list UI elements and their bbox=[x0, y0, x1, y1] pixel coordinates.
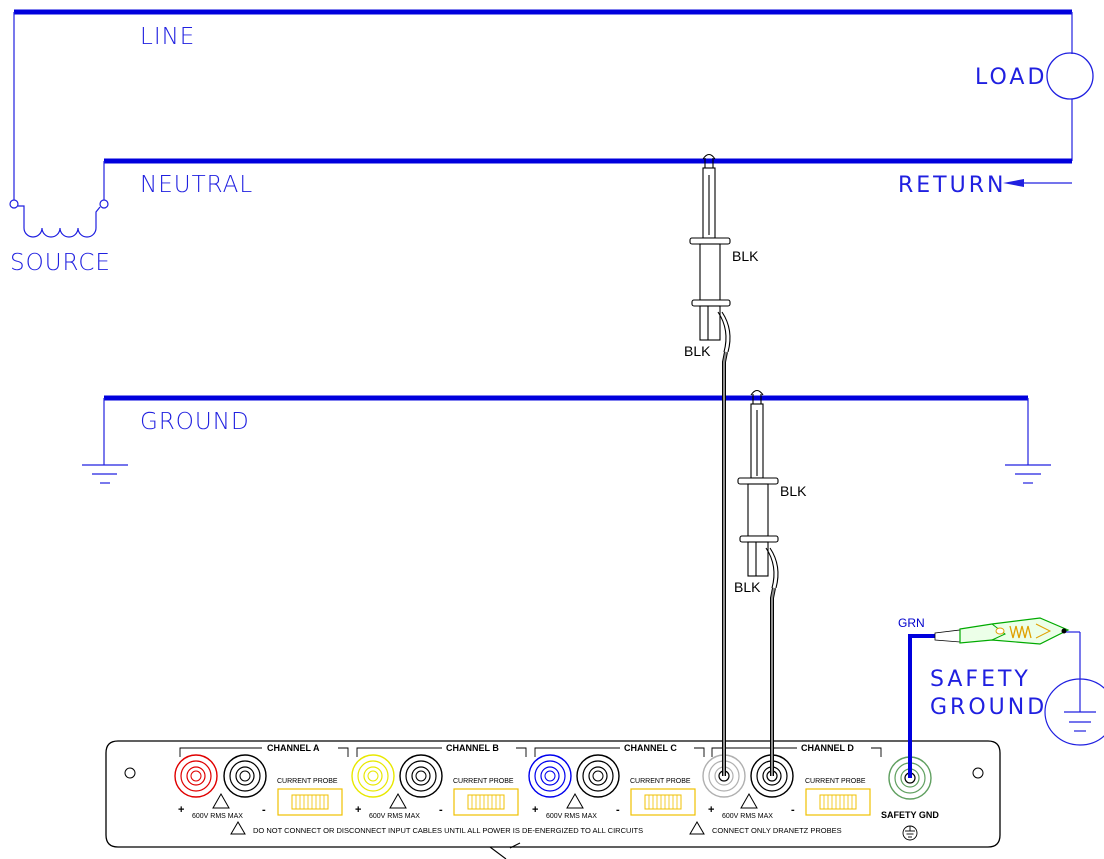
svg-text:+: + bbox=[178, 804, 184, 816]
test-leads bbox=[722, 351, 776, 775]
channel-b-label: CHANNEL B bbox=[446, 743, 499, 753]
safety-ground-lead: GRN bbox=[898, 616, 935, 775]
warning-icon bbox=[689, 821, 705, 835]
svg-text:600V RMS MAX: 600V RMS MAX bbox=[546, 813, 597, 820]
grn-label: GRN bbox=[898, 616, 925, 630]
svg-text:+: + bbox=[355, 804, 361, 816]
probe-ground-blk-upper: BLK bbox=[780, 483, 807, 499]
channel-b: CHANNEL B + - 600V RMS MAX CURRENT PROBE bbox=[351, 743, 527, 820]
channel-c: CHANNEL C + - 600V RMS MAX CURRENT PROBE bbox=[528, 743, 705, 820]
power-circuit: LINE NEUTRAL SOURCE LOAD RETURN bbox=[9, 9, 1094, 276]
svg-text:-: - bbox=[439, 804, 443, 816]
safety-ground-label-1: SAFETY bbox=[930, 667, 1031, 692]
earth-ground-icon-right bbox=[1005, 464, 1051, 484]
probe-ground-blk-lower: BLK bbox=[734, 579, 761, 595]
channel-d-label: CHANNEL D bbox=[801, 743, 854, 753]
channel-d-current-probe-label: CURRENT PROBE bbox=[805, 778, 866, 785]
warning-icon bbox=[230, 821, 246, 835]
svg-text:600V RMS MAX: 600V RMS MAX bbox=[722, 813, 773, 820]
probe-neutral bbox=[689, 153, 731, 353]
svg-text:600V RMS MAX: 600V RMS MAX bbox=[369, 813, 420, 820]
panel-mount-hole-left bbox=[124, 767, 136, 779]
svg-text:+: + bbox=[532, 804, 538, 816]
warning-icon bbox=[566, 792, 584, 809]
earth-ground-icon-left bbox=[82, 464, 128, 484]
warning-icon bbox=[212, 792, 230, 809]
panel-probe-warning-text: CONNECT ONLY DRANETZ PROBES bbox=[712, 826, 842, 835]
return-arrow-head bbox=[1003, 179, 1024, 187]
instrument-panel: CHANNEL A + - 600V RMS MAX CURRENT PROBE… bbox=[105, 740, 1001, 859]
return-label: RETURN bbox=[898, 173, 1006, 198]
warning-icon bbox=[740, 792, 758, 809]
channel-a-current-probe-label: CURRENT PROBE bbox=[277, 778, 338, 785]
neutral-label: NEUTRAL bbox=[140, 172, 253, 198]
safety-ground-label-2: GROUND bbox=[930, 695, 1047, 720]
load-symbol bbox=[1046, 52, 1094, 100]
safety-gnd-label: SAFETY GND bbox=[881, 810, 939, 820]
channel-c-current-probe-label: CURRENT PROBE bbox=[630, 778, 691, 785]
svg-text:-: - bbox=[262, 804, 266, 816]
channel-a-current-probe-port[interactable] bbox=[277, 788, 343, 816]
line-label: LINE bbox=[140, 24, 195, 50]
load-label: LOAD bbox=[975, 65, 1047, 90]
ground-bus: GROUND bbox=[82, 395, 1051, 484]
channel-d-current-probe-port[interactable] bbox=[805, 788, 871, 816]
warning-icon bbox=[389, 792, 407, 809]
channel-b-current-probe-port[interactable] bbox=[453, 788, 519, 816]
svg-text:600V RMS MAX: 600V RMS MAX bbox=[192, 813, 243, 820]
lead-terminations bbox=[722, 740, 912, 778]
probe-ground bbox=[737, 389, 779, 589]
chassis-ground-icon bbox=[902, 825, 918, 841]
svg-text:-: - bbox=[616, 804, 620, 816]
alligator-clip-icon bbox=[934, 617, 1070, 645]
source-label: SOURCE bbox=[10, 250, 111, 276]
ground-label: GROUND bbox=[140, 409, 250, 435]
source-coil-icon bbox=[9, 199, 109, 238]
channel-a-label: CHANNEL A bbox=[267, 743, 320, 753]
svg-text:-: - bbox=[791, 804, 795, 816]
channel-b-current-probe-label: CURRENT PROBE bbox=[453, 778, 514, 785]
panel-warning-text: DO NOT CONNECT OR DISCONNECT INPUT CABLE… bbox=[253, 826, 643, 835]
safety-earth-ground bbox=[1044, 631, 1104, 746]
channel-c-current-probe-port[interactable] bbox=[630, 788, 696, 816]
probe-neutral-blk-lower: BLK bbox=[684, 343, 711, 359]
channel-a: CHANNEL A + - 600V RMS MAX CURRENT PROBE bbox=[174, 743, 349, 820]
probe-neutral-blk-upper: BLK bbox=[732, 248, 759, 264]
channel-c-label: CHANNEL C bbox=[624, 743, 677, 753]
svg-text:+: + bbox=[708, 804, 714, 816]
panel-mount-hole-right bbox=[972, 767, 984, 779]
